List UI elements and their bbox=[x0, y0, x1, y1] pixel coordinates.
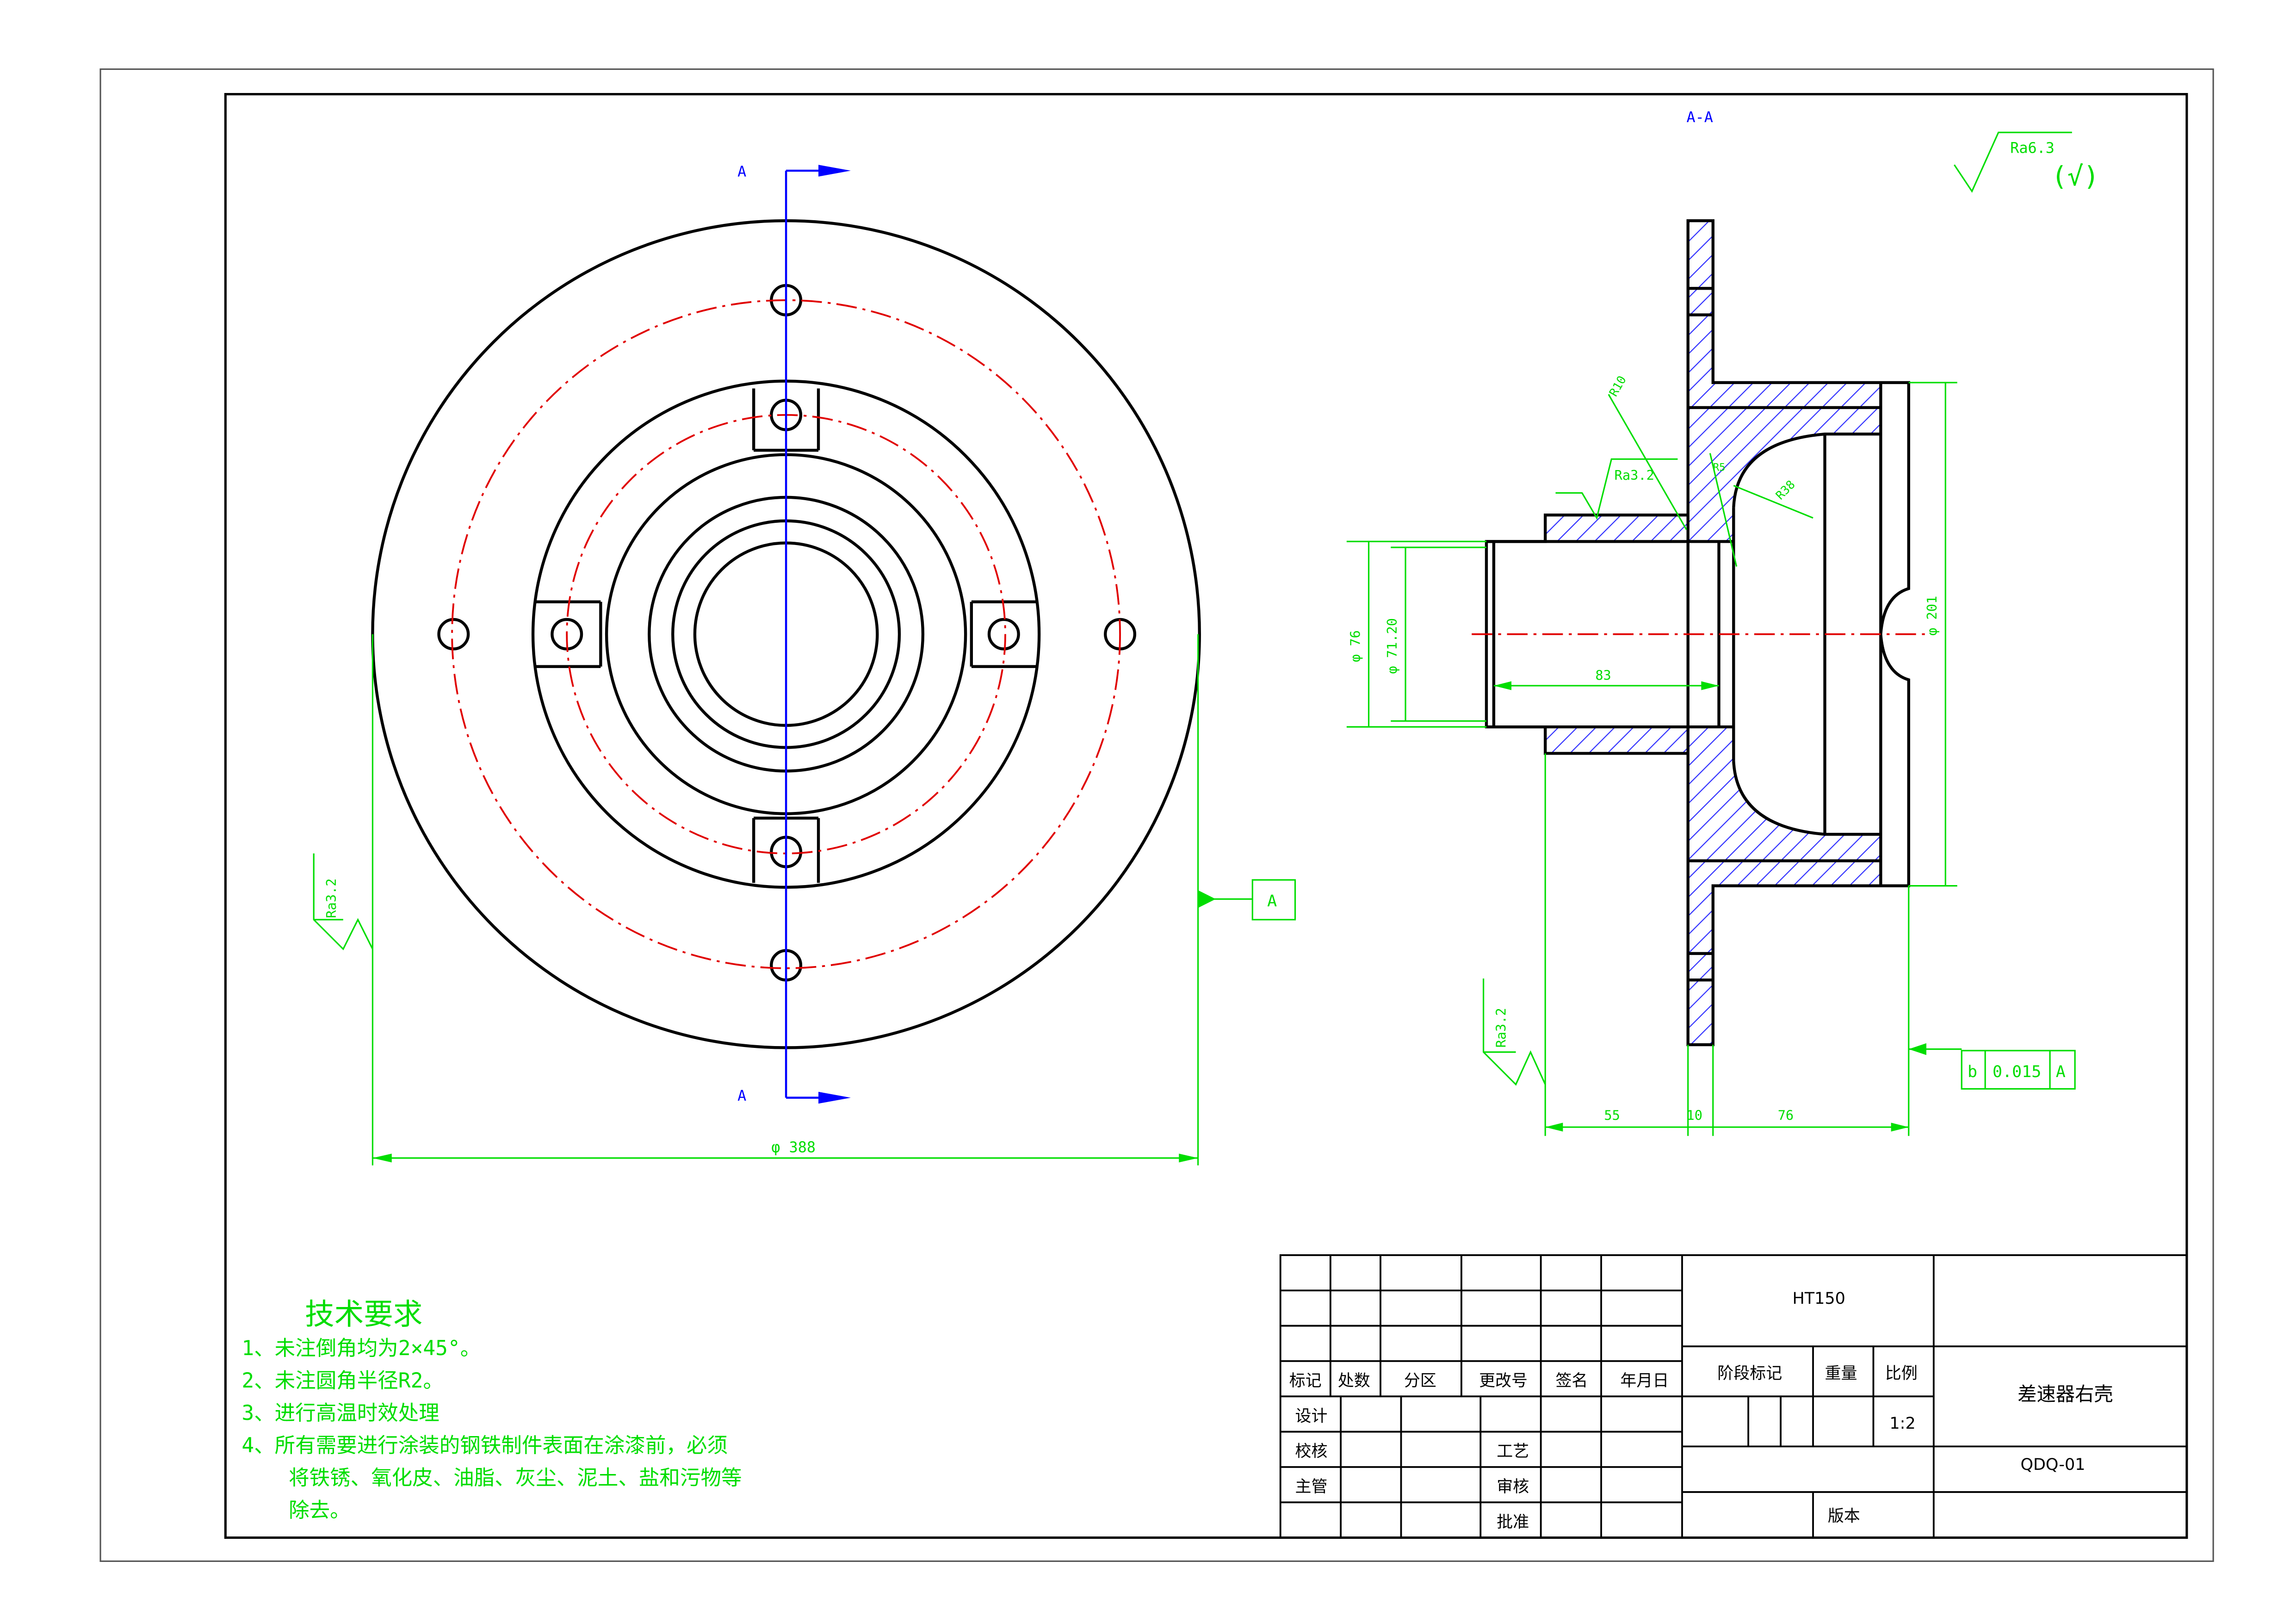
tb-header-date: 年月日 bbox=[1620, 1372, 1669, 1390]
lug-left bbox=[536, 600, 602, 668]
tb-version-label: 版本 bbox=[1828, 1507, 1860, 1526]
tech-req-4: 4、所有需要进行涂装的钢铁制件表面在涂漆前，必须 bbox=[241, 1434, 728, 1457]
tb-role-process: 工艺 bbox=[1497, 1443, 1529, 1461]
tb-role-design: 设计 bbox=[1295, 1407, 1328, 1425]
dim-dia-201: φ 201 bbox=[1924, 596, 1940, 636]
tol-datum: A bbox=[2056, 1063, 2066, 1081]
dim-bore-7120: φ 71.20 bbox=[1384, 618, 1400, 674]
tb-weight-label: 重量 bbox=[1825, 1364, 1857, 1383]
ra-label-hub: Ra3.2 bbox=[1615, 467, 1654, 483]
tb-header-zone: 分区 bbox=[1404, 1372, 1436, 1390]
datum-label-front: A bbox=[1267, 892, 1277, 911]
ra-label-front: Ra3.2 bbox=[323, 878, 339, 918]
tb-role-review: 审核 bbox=[1497, 1478, 1529, 1496]
tb-header-change: 更改号 bbox=[1479, 1372, 1528, 1390]
general-roughness-suffix: (√) bbox=[2051, 161, 2099, 192]
tb-role-check: 校核 bbox=[1295, 1443, 1328, 1461]
tb-header-count: 处数 bbox=[1338, 1372, 1370, 1390]
dim-len-83: 83 bbox=[1595, 667, 1611, 683]
tech-req-title: 技术要求 bbox=[305, 1297, 422, 1331]
tech-req-6: 除去。 bbox=[289, 1499, 351, 1522]
dim-len-10: 10 bbox=[1687, 1107, 1702, 1123]
tb-scale-label: 比例 bbox=[1885, 1364, 1918, 1383]
dim-outer-diameter: φ 388 bbox=[771, 1139, 816, 1156]
tol-value: 0.015 bbox=[1993, 1063, 2041, 1081]
tol-symbol: b bbox=[1968, 1063, 1977, 1081]
tb-scale-value: 1:2 bbox=[1889, 1414, 1915, 1433]
dim-r5: R5 bbox=[1713, 462, 1726, 474]
title-block bbox=[1279, 1254, 2188, 1539]
dim-len-55: 55 bbox=[1604, 1107, 1620, 1123]
dim-len-76: 76 bbox=[1778, 1107, 1794, 1123]
front-dimensions bbox=[313, 634, 1296, 1165]
tb-material: HT150 bbox=[1793, 1289, 1845, 1308]
section-mark-top: A bbox=[737, 163, 746, 180]
tb-header-sign: 签名 bbox=[1555, 1372, 1588, 1390]
tb-header-mark: 标记 bbox=[1289, 1372, 1322, 1390]
title-block-text: 标记 处数 分区 更改号 签名 年月日 设计 校核 主管 工艺 审核 批准 HT… bbox=[1289, 1289, 2113, 1531]
outer-hole-left bbox=[437, 618, 470, 650]
ra-label-section: Ra3.2 bbox=[1493, 1008, 1509, 1047]
tech-req-2: 2、未注圆角半径R2。 bbox=[241, 1369, 444, 1393]
tech-req-1: 1、未注倒角均为2×45°。 bbox=[241, 1337, 481, 1360]
section-dimensions bbox=[1346, 131, 2076, 1136]
inner-frame bbox=[224, 93, 2188, 1539]
tech-req-5: 将铁锈、氧化皮、油脂、灰尘、泥土、盐和污物等 bbox=[289, 1466, 742, 1490]
tb-role-approve: 批准 bbox=[1497, 1513, 1529, 1531]
lug-right bbox=[970, 600, 1036, 668]
tech-req-3: 3、进行高温时效处理 bbox=[241, 1401, 439, 1425]
general-roughness: Ra6.3 bbox=[2010, 140, 2055, 157]
tb-drawing-no: QDQ-01 bbox=[2020, 1456, 2085, 1474]
section-mark-bottom: A bbox=[737, 1087, 746, 1104]
dim-bore-76: φ 76 bbox=[1347, 630, 1363, 662]
tb-stage-label: 阶段标记 bbox=[1717, 1364, 1782, 1383]
tb-role-manager: 主管 bbox=[1295, 1478, 1328, 1496]
section-line bbox=[785, 165, 851, 1104]
outer-border bbox=[99, 68, 2214, 1562]
section-title: A-A bbox=[1687, 109, 1713, 126]
inner-hole-right bbox=[987, 618, 1020, 650]
dim-r38: R38 bbox=[1773, 477, 1798, 502]
tb-part-name: 差速器右壳 bbox=[2018, 1383, 2113, 1406]
